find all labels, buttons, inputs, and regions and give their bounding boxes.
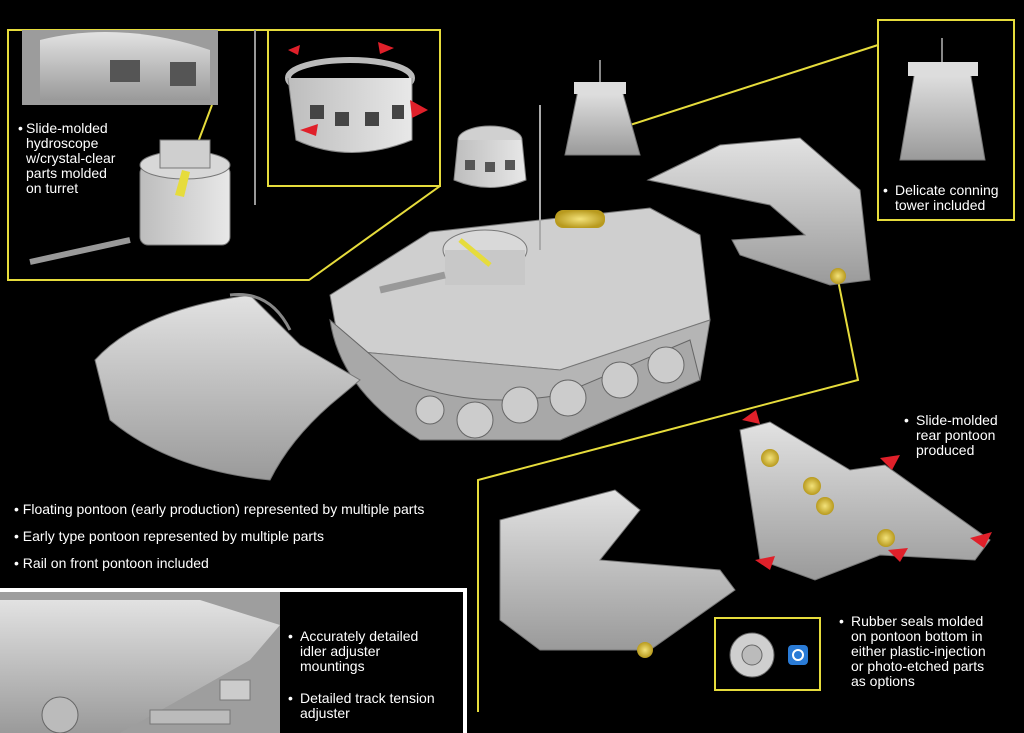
callout-line: on pontoon bottom in — [851, 628, 983, 644]
feature-text: Early type pontoon represented by multip… — [22, 528, 324, 544]
feature-text: Rail on front pontoon included — [22, 555, 209, 571]
tension-callout: • Detailed track tension adjuster — [288, 690, 435, 721]
feature-text: Floating pontoon (early production) repr… — [22, 501, 425, 517]
callout-line: either plastic-injection — [851, 643, 986, 659]
callout-line: rear pontoon — [916, 427, 996, 443]
callout-line: idler adjuster — [300, 643, 381, 659]
callout-line: mountings — [300, 658, 365, 674]
feature-bullet: • Floating pontoon (early production) re… — [14, 501, 425, 517]
callout-line: produced — [916, 442, 975, 458]
callout-line: Rubber seals molded — [851, 613, 984, 629]
hydroscope-callout: • Slide-molded hydroscope w/crystal-clea… — [18, 120, 116, 196]
callout-line: Detailed track tension — [300, 690, 435, 706]
callout-line: w/crystal-clear — [26, 150, 116, 166]
callout-line: Slide-molded — [916, 412, 998, 428]
callout-line: tower included — [895, 197, 986, 213]
callout-line: Slide-molded — [26, 120, 108, 136]
idler-callout: • Accurately detailed idler adjuster mou… — [288, 628, 419, 674]
conning-tower-callout: • Delicate conning tower included — [883, 182, 999, 213]
rubber-seals-callout: • Rubber seals molded on pontoon bottom … — [839, 613, 986, 689]
callout-line: hydroscope — [26, 135, 99, 151]
callout-line: or photo-etched parts — [851, 658, 985, 674]
callout-line: Delicate conning — [895, 182, 999, 198]
callout-line: as options — [851, 673, 915, 689]
feature-bullet: • Rail on front pontoon included — [14, 555, 209, 571]
callout-line: parts molded — [26, 165, 107, 181]
callout-line: Accurately detailed — [300, 628, 419, 644]
feature-bullet-list: • Floating pontoon (early production) re… — [14, 502, 424, 583]
feature-bullet: • Early type pontoon represented by mult… — [14, 528, 324, 544]
callout-line: on turret — [26, 180, 79, 196]
callout-line: adjuster — [300, 705, 350, 721]
rear-pontoon-callout: • Slide-molded rear pontoon produced — [904, 412, 998, 458]
